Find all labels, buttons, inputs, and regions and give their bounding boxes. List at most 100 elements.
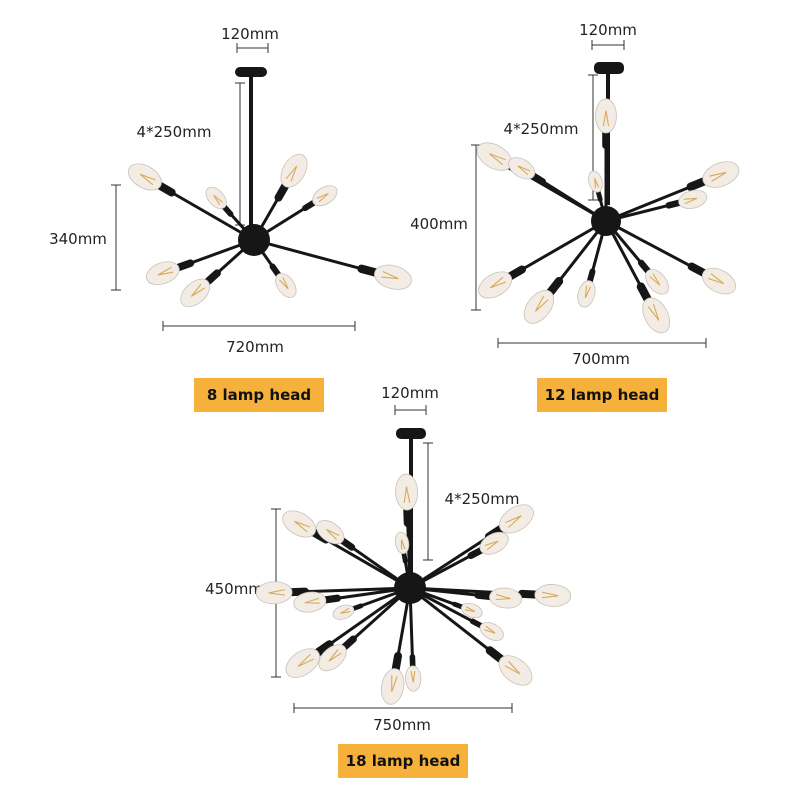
arm-rod	[316, 586, 412, 654]
lamp-arms	[127, 153, 412, 308]
edison-bulb	[380, 668, 405, 705]
lamp-arms	[255, 473, 572, 705]
edison-bulb	[180, 278, 211, 308]
lamp-socket	[451, 601, 465, 610]
edison-bulb	[577, 280, 596, 308]
chandelier-18-lamp: 120mm 4*250mm 450mm 750mm	[205, 384, 572, 734]
arm-rod	[408, 586, 503, 661]
lamp-arm	[595, 98, 617, 223]
edison-bulb	[479, 531, 509, 555]
lamp-socket	[636, 282, 652, 303]
lamp-socket	[485, 646, 505, 664]
ceiling-canopy	[235, 67, 267, 77]
lamp-socket	[314, 640, 334, 657]
lamp-socket	[322, 594, 342, 604]
dimension-width	[497, 338, 707, 348]
edison-bulb	[374, 264, 412, 290]
lamp-arm	[252, 153, 308, 242]
dimension-width	[162, 321, 356, 331]
edison-bulb	[478, 271, 513, 299]
edison-bulb	[508, 157, 536, 180]
edison-bulb	[642, 297, 671, 334]
edison-bulb	[312, 185, 338, 207]
arm-rod	[158, 184, 256, 242]
edison-bulb	[498, 504, 534, 534]
edison-bulb	[395, 473, 419, 511]
lamp-socket	[204, 269, 221, 286]
width-label: 750mm	[373, 716, 431, 734]
edison-bulb	[282, 510, 317, 538]
edison-bulb	[534, 584, 572, 607]
edison-bulb	[318, 644, 347, 672]
arm-rod	[509, 219, 608, 278]
arm-rod	[290, 586, 412, 594]
lamp-arm	[380, 586, 412, 705]
edison-bulb	[595, 98, 617, 134]
lamp-socket	[469, 618, 484, 629]
arm-rod	[252, 238, 377, 274]
lamp-arm	[408, 531, 509, 590]
dimension-rod-length	[235, 82, 245, 226]
width-label: 700mm	[572, 350, 630, 368]
dimension-canopy-width	[394, 405, 427, 415]
ceiling-canopy	[396, 428, 426, 439]
edison-bulb	[145, 261, 180, 286]
edison-bulb	[588, 170, 603, 193]
edison-bulb	[280, 153, 308, 188]
dimension-canopy-width	[591, 40, 625, 50]
lamp-socket	[530, 172, 546, 185]
edison-bulb	[461, 602, 483, 619]
lamp-socket	[665, 199, 682, 209]
lamp-socket	[339, 537, 356, 551]
rod-length-label: 4*250mm	[137, 123, 212, 141]
center-hub	[238, 224, 270, 256]
lamp-socket	[506, 265, 526, 280]
edison-bulb	[489, 587, 523, 609]
center-hub	[394, 572, 426, 604]
edison-bulb	[701, 267, 737, 295]
lamp-socket	[586, 268, 596, 284]
height-label: 450mm	[205, 580, 263, 598]
lamp-socket	[341, 635, 357, 651]
rod-length-label: 4*250mm	[504, 120, 579, 138]
center-hub	[591, 206, 621, 236]
lamp-socket	[401, 551, 408, 564]
lamp-arm	[395, 473, 419, 590]
edison-bulb	[678, 189, 708, 209]
dimension-height	[111, 184, 121, 291]
lamp-socket	[221, 204, 234, 217]
lamp-socket	[391, 651, 403, 673]
edison-bulb	[285, 648, 321, 678]
lamp-socket	[687, 262, 708, 277]
lamp-socket	[474, 591, 494, 600]
lamp-socket	[517, 589, 539, 599]
lamp-socket	[302, 199, 317, 212]
lamp-socket	[467, 547, 485, 560]
lamp-arm	[408, 586, 533, 686]
lamp-arm	[478, 219, 608, 299]
width-label: 720mm	[226, 338, 284, 356]
lamp-socket	[357, 264, 379, 277]
lamp-arm	[604, 189, 708, 223]
edison-bulb	[316, 520, 345, 545]
ceiling-canopy	[594, 62, 624, 74]
lamp-socket	[156, 182, 176, 197]
lamp-arm	[145, 238, 256, 286]
lamp-socket	[637, 259, 651, 274]
lamp-arm	[604, 219, 737, 295]
lamp-arm	[408, 504, 534, 590]
height-label: 400mm	[410, 215, 468, 233]
lamp-arm	[604, 219, 671, 334]
edison-bulb	[332, 604, 355, 620]
lamp-arm	[604, 161, 740, 223]
lamp-socket	[175, 259, 195, 272]
edison-bulb	[645, 269, 669, 295]
edison-bulb	[255, 581, 293, 605]
arm-rod	[604, 219, 705, 275]
lamp-arm	[285, 586, 412, 678]
edison-bulb	[127, 163, 162, 191]
lamp-socket	[546, 276, 564, 297]
lamp-arm	[255, 581, 412, 605]
dimension-rod-length	[423, 442, 433, 561]
